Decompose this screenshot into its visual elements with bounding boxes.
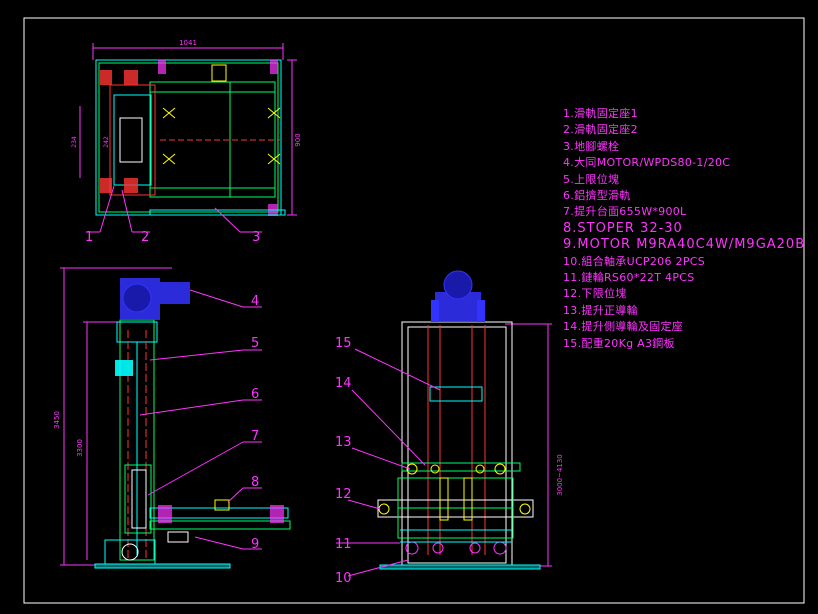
side-view: 3450 3300 (53, 267, 291, 569)
callout-10: 10 (335, 571, 352, 586)
dim-top-inner: 234 (71, 136, 78, 148)
drawing-frame (23, 17, 805, 604)
dim-top-inner2: 242 (103, 136, 110, 148)
callout-8: 8 (251, 475, 259, 490)
callout-11: 11 (335, 537, 352, 552)
part-15: 15.配重20Kg A3鋼板 (563, 336, 675, 350)
callout-5: 5 (251, 336, 259, 351)
dim-side-overall: 3450 (53, 411, 61, 429)
callout-3: 3 (252, 230, 260, 245)
part-9: 9.MOTOR M9RA40C4W/M9GA20B (563, 237, 806, 253)
callout-14: 14 (335, 376, 352, 391)
dim-top-height: 900 (294, 133, 302, 146)
part-1: 1.滑軌固定座1 (563, 107, 638, 120)
callout-2: 2 (141, 230, 149, 245)
part-6: 6.鋁擠型滑軌 (563, 189, 631, 203)
dim-top-width: 1041 (179, 39, 197, 47)
dim-front-range: 3000~4130 (556, 454, 564, 496)
top-view: 1041 900 234 242 (71, 39, 302, 233)
callout-15: 15 (335, 336, 352, 351)
callout-13: 13 (335, 435, 352, 450)
part-7: 7.提升台面655W*900L (563, 205, 687, 219)
callout-6: 6 (251, 387, 259, 402)
front-view: 3000~4130 (336, 270, 564, 577)
dim-side-travel: 3300 (76, 439, 84, 457)
part-3: 3.地腳螺栓 (563, 139, 620, 153)
callout-1: 1 (85, 230, 93, 245)
part-8: 8.STOPER 32-30 (563, 220, 683, 236)
part-4: 4.大同MOTOR/WPDS80-1/20C (563, 156, 731, 170)
part-12: 12.下限位塊 (563, 287, 627, 301)
part-2: 2.滑軌固定座2 (563, 123, 638, 137)
part-14: 14.提升側導輪及固定座 (563, 320, 684, 334)
part-13: 13.提升正導輪 (563, 303, 638, 317)
part-10: 10.組合軸承UCP206 2PCS (563, 254, 706, 268)
part-11: 11.鏈輪RS60*22T 4PCS (563, 271, 695, 285)
part-5: 5.上限位塊 (563, 172, 620, 186)
callout-12: 12 (335, 487, 352, 502)
callout-4: 4 (251, 294, 259, 309)
callout-9: 9 (251, 537, 259, 552)
callout-7: 7 (251, 429, 259, 444)
parts-legend: 1.滑軌固定座1 2.滑軌固定座2 3.地腳螺栓 4.大同MOTOR/WPDS8… (563, 106, 805, 352)
